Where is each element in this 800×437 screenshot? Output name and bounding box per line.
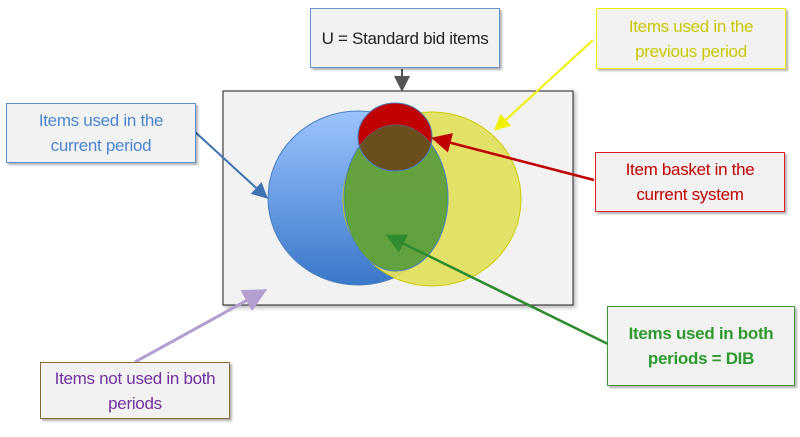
neither-text: Items not used in both periods [54, 368, 216, 413]
universe-text: U = Standard bid items [321, 28, 489, 48]
universe-label: U = Standard bid items [310, 8, 500, 68]
both-periods-text: Items used in both periods = DIB [628, 324, 774, 368]
neither-arrow [134, 289, 268, 364]
both-periods-label: Items used in both periods = DIB [607, 306, 795, 386]
previous-arrow [494, 39, 594, 131]
current-period-label: Items used in the current period [6, 103, 196, 163]
neither-label: Items not used in both periods [40, 362, 230, 419]
previous-period-text: Items used in the previous period [628, 16, 754, 61]
both-arrow [385, 234, 613, 348]
basket-arrow [431, 133, 595, 182]
basket-label: Item basket in the current system [595, 152, 785, 212]
basket-text: Item basket in the current system [625, 160, 755, 204]
previous-period-label: Items used in the previous period [596, 8, 786, 69]
current-period-text: Items used in the current period [38, 111, 164, 155]
current-arrow [192, 129, 268, 199]
